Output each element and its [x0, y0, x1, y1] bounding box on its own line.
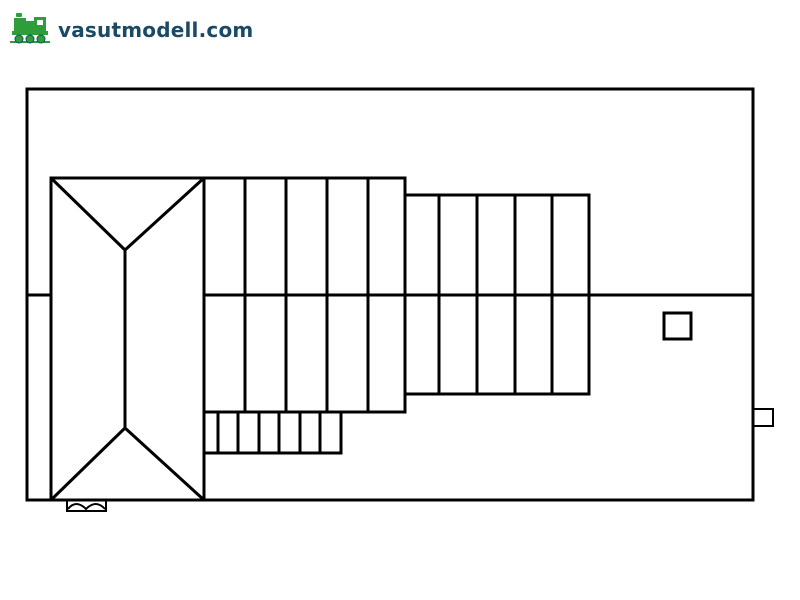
- gutter-curve: [67, 503, 106, 511]
- hip-line-bottom-right: [123, 426, 206, 502]
- locomotive-icon: [10, 13, 50, 44]
- site-name: vasutmodell.com: [58, 18, 254, 42]
- site-logo[interactable]: vasutmodell.com: [10, 10, 253, 50]
- hip-line-top-right: [123, 176, 206, 252]
- lower-strip-block: [202, 410, 343, 455]
- side-protrusion: [752, 408, 774, 427]
- hip-roof: [49, 176, 206, 502]
- hip-line-bottom-left: [49, 426, 127, 502]
- chimney-square: [662, 311, 693, 341]
- right-panel-block: [403, 193, 591, 396]
- gutter-detail: [66, 499, 107, 512]
- hip-line-top-left: [49, 176, 127, 252]
